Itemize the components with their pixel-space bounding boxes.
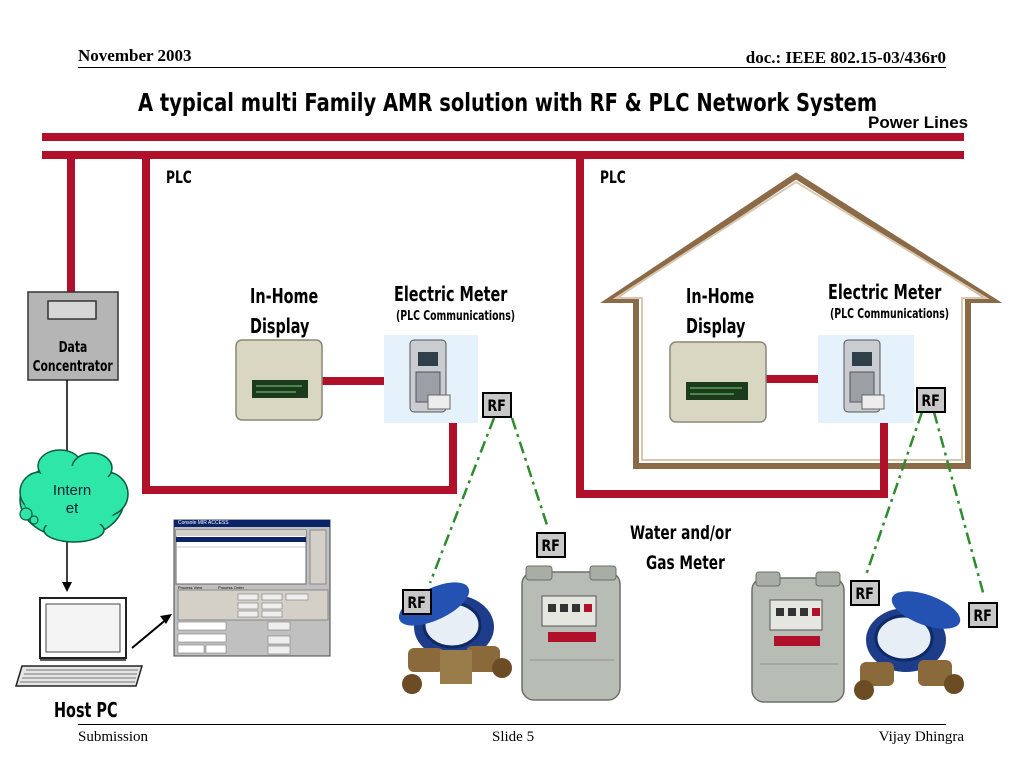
plc-right-vertical: [576, 158, 584, 498]
plc-left-bottom: [142, 486, 457, 494]
in-home-display-right-screen: [686, 382, 748, 400]
plc-label-right: PLC: [600, 168, 626, 188]
process-order-label: Process Order: [218, 585, 244, 590]
plc-label-left: PLC: [166, 168, 192, 188]
power-lines-label: Power Lines: [868, 113, 969, 132]
rf-box-right-meter: RF: [916, 387, 946, 413]
plc-right-meter-drop: [880, 420, 888, 498]
internet-label: Intern et: [42, 482, 102, 518]
house-inner-line: [612, 180, 990, 461]
in-home-left-line1: In-Home: [250, 284, 319, 308]
rf-box-left-meter: RF: [482, 392, 512, 418]
electric-meter-left-label: Electric Meter: [394, 282, 508, 306]
footer-submission: Submission: [78, 729, 149, 745]
display-meter-link-left: [320, 377, 386, 385]
footer-slide-number: Slide 5: [492, 729, 535, 745]
electric-meter-right: [843, 339, 885, 413]
software-window-title: Console MIR ACCESS: [178, 520, 229, 526]
slide-title: A typical multi Family AMR solution with…: [138, 88, 878, 117]
in-home-right-line1: In-Home: [686, 284, 755, 308]
in-home-left-line2: Display: [250, 314, 310, 338]
rf-link-right-water: [932, 411, 986, 597]
cloud-tail-1: [19, 507, 33, 521]
laptop-screen-inner: [45, 603, 121, 653]
header-doc-id: doc.: IEEE 802.15-03/436r0: [745, 48, 946, 67]
arrowhead-software: [160, 614, 172, 624]
gas-meter-right: [751, 571, 845, 703]
rf-label: RF: [855, 584, 875, 603]
laptop-keys: [20, 669, 138, 683]
power-line-bottom: [42, 151, 964, 159]
rf-label: RF: [921, 391, 941, 410]
water-meter-right: [854, 591, 964, 700]
concentrator-display: [47, 300, 97, 320]
in-home-right-screen-text: [690, 387, 742, 395]
plc-right-bottom: [576, 490, 888, 498]
rf-label: RF: [407, 593, 427, 612]
rf-box-right-gas: RF: [850, 580, 880, 606]
internet-line1: Intern: [52, 482, 92, 499]
in-home-left-screen-text: [256, 385, 302, 393]
water-gas-line2: Gas Meter: [646, 552, 725, 574]
internet-line2: et: [65, 500, 79, 517]
cloud-tail-2: [29, 515, 39, 525]
header-rule: [78, 67, 946, 68]
rf-label: RF: [541, 536, 561, 555]
electric-meter-left: [409, 339, 451, 413]
rf-links: [428, 411, 986, 597]
software-window: [173, 519, 331, 657]
rf-box-right-water: RF: [968, 602, 998, 628]
rf-box-left-water: RF: [402, 589, 432, 615]
laptop-keyboard: [14, 665, 144, 687]
electric-meter-right-sublabel: (PLC Communications): [830, 307, 950, 322]
concentrator-drop-line: [67, 158, 75, 292]
electric-meter-right-label: Electric Meter: [828, 280, 942, 304]
data-concentrator-line1: Data: [58, 338, 88, 356]
arrow-to-software: [131, 617, 169, 649]
rf-link-left-water: [428, 417, 496, 584]
plc-left-vertical: [142, 158, 150, 494]
water-gas-line1: Water and/or: [630, 522, 732, 544]
house-outline: [600, 172, 1003, 469]
display-meter-link-right: [765, 375, 821, 383]
rf-link-right-gas: [864, 411, 924, 576]
water-meter-left: [398, 582, 512, 694]
rf-link-left-gas: [510, 417, 550, 529]
software-window-section-labels: Process View Process Order: [178, 585, 244, 590]
host-pc-label: Host PC: [54, 698, 118, 722]
in-home-right-line2: Display: [686, 314, 746, 338]
plc-left-meter-drop: [449, 420, 457, 494]
rf-label: RF: [487, 396, 507, 415]
rf-label: RF: [973, 606, 993, 625]
footer-rule: [78, 724, 946, 725]
data-concentrator-line2: Concentrator: [32, 357, 114, 375]
header-date: November 2003: [78, 46, 192, 65]
footer-author: Vijay Dhingra: [878, 729, 964, 745]
electric-meter-left-sublabel: (PLC Communications): [396, 309, 516, 324]
rf-box-left-gas: RF: [536, 532, 566, 558]
cloud-fill-cover: [24, 466, 120, 530]
power-line-top: [42, 133, 964, 141]
in-home-display-left-screen: [252, 380, 308, 398]
data-concentrator-label: Data Concentrator: [28, 338, 118, 376]
arrowhead-2: [62, 582, 72, 592]
process-view-label: Process View: [178, 585, 203, 590]
gas-meter-left: [521, 565, 621, 701]
